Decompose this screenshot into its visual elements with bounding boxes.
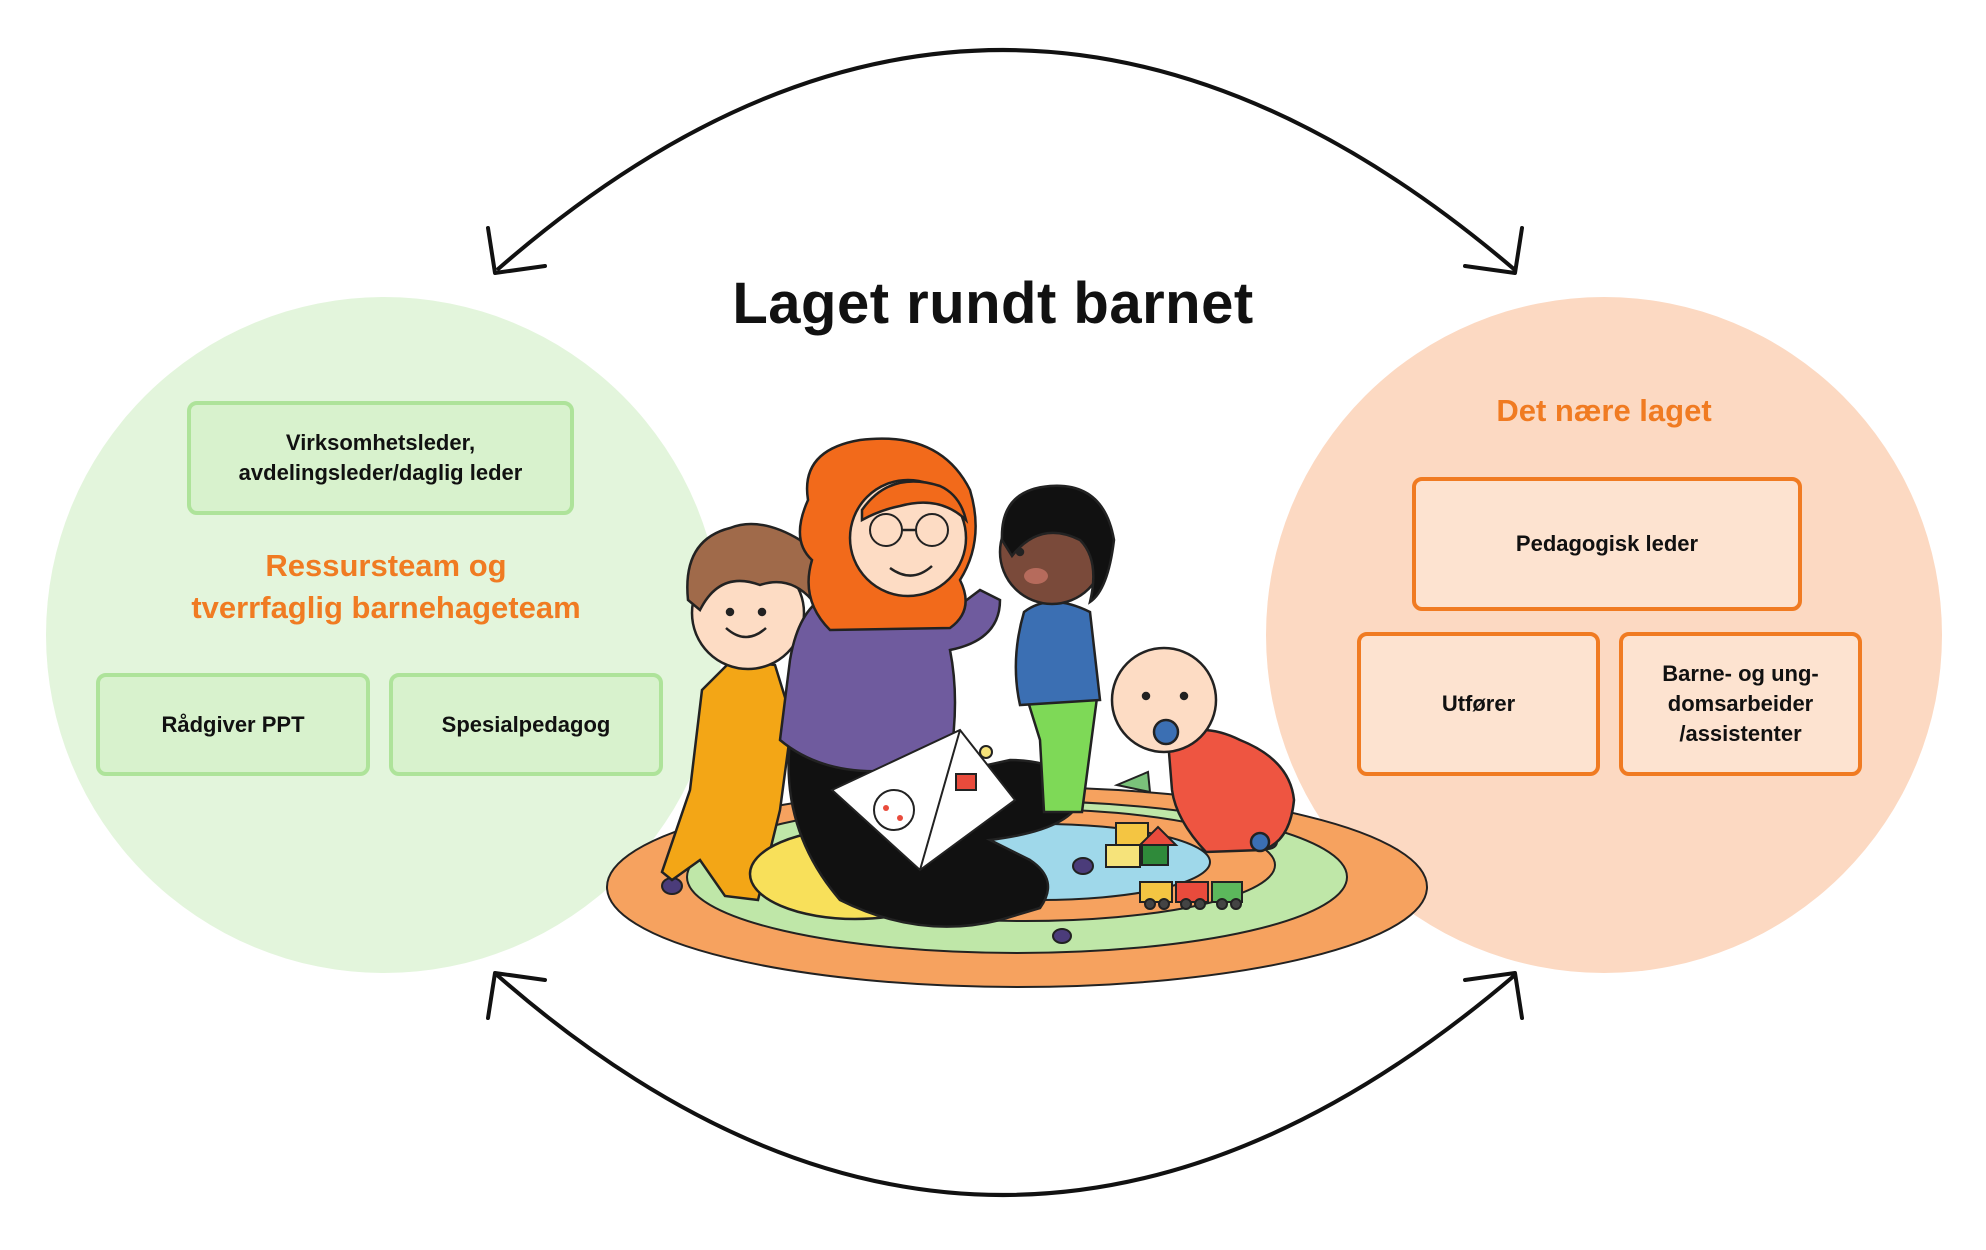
arrowhead-bottom-right — [1463, 971, 1524, 1020]
left-heading: Ressursteam og tverrfaglig barnehageteam — [96, 545, 676, 629]
assistants-box: Barne- og ung- domsarbeider /assistenter — [1619, 632, 1862, 776]
toy-train — [1139, 881, 1243, 910]
child-dark-hair — [998, 484, 1116, 814]
left-heading-line2: tverrfaglig barnehageteam — [191, 590, 581, 625]
assistants-box-line3: /assistenter — [1679, 720, 1802, 746]
utforer-box: Utfører — [1357, 632, 1600, 776]
picture-book — [830, 728, 1017, 872]
ppt-advisor-box: Rådgiver PPT — [96, 673, 370, 776]
child-curly-hair — [660, 522, 817, 902]
top-arc-arrow — [495, 48, 1517, 272]
leader-box: Virksomhetsleder, avdelingsleder/daglig … — [187, 401, 574, 515]
page-title: Laget rundt barnet — [732, 271, 1254, 336]
assistants-box-line2: domsarbeider — [1667, 691, 1814, 717]
right-heading: Det nære laget — [1496, 393, 1712, 428]
toy-blocks — [1105, 770, 1179, 868]
arrowhead-bottom-left — [486, 971, 547, 1020]
baby — [1110, 646, 1296, 854]
leader-box-line2: avdelingsleder/daglig leder — [238, 460, 523, 485]
left-heading-line1: Ressursteam og — [265, 548, 507, 583]
special-educator-box: Spesialpedagog — [389, 673, 663, 776]
arrowhead-top-left — [486, 226, 547, 275]
bottom-arc-arrow — [495, 973, 1517, 1197]
assistants-box-line1: Barne- og ung- — [1662, 661, 1819, 687]
arrowhead-top-right — [1463, 226, 1524, 275]
leader-box-line1: Virksomhetsleder, — [285, 430, 476, 456]
pedagogical-leader-box: Pedagogisk leder — [1412, 477, 1802, 611]
